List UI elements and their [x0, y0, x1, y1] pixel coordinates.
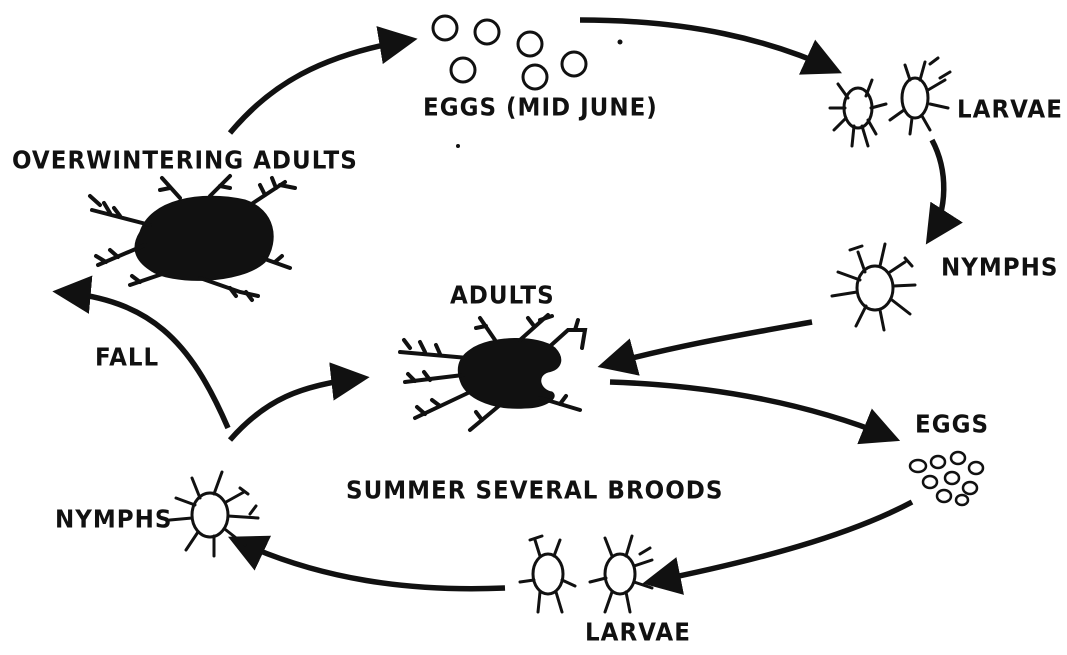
eggs-cluster-right	[910, 452, 983, 505]
arrow-nymphs-to-adults	[605, 322, 812, 365]
mite-larvae-top	[830, 58, 950, 146]
mite-adult	[400, 315, 585, 430]
label-larvae-bottom: LARVAE	[585, 619, 691, 647]
label-adults: ADULTS	[450, 282, 555, 310]
arrow-larvae-to-nymphs-bottom	[235, 540, 505, 589]
label-fall: FALL	[95, 344, 159, 372]
arrow-larvae-to-nymphs	[930, 140, 944, 238]
arrow-adults-to-eggs	[610, 382, 893, 438]
eggs-cluster-top	[433, 16, 586, 89]
mite-nymphs-right	[832, 244, 915, 330]
label-nymphs-left: NYMPHS	[55, 506, 172, 534]
arrow-eggs-to-larvae	[580, 20, 835, 70]
arrow-eggs-to-larvae-bottom	[650, 502, 912, 582]
label-larvae-top: LARVAE	[957, 96, 1063, 124]
label-overwintering-adults: OVERWINTERING ADULTS	[12, 147, 358, 175]
arrow-overwintering-to-eggs	[230, 40, 410, 133]
label-summer-several-broods: SUMMER SEVERAL BROODS	[346, 477, 723, 505]
mite-nymphs-left	[170, 472, 258, 556]
mite-larvae-bottom	[520, 536, 652, 612]
arrow-nymphs-to-adults-bottom	[230, 378, 362, 440]
label-eggs-mid-june: EGGS (MID JUNE)	[423, 94, 658, 122]
label-nymphs-right: NYMPHS	[941, 254, 1058, 282]
mite-overwintering-adult	[90, 176, 295, 300]
label-eggs-right: EGGS	[915, 411, 989, 439]
